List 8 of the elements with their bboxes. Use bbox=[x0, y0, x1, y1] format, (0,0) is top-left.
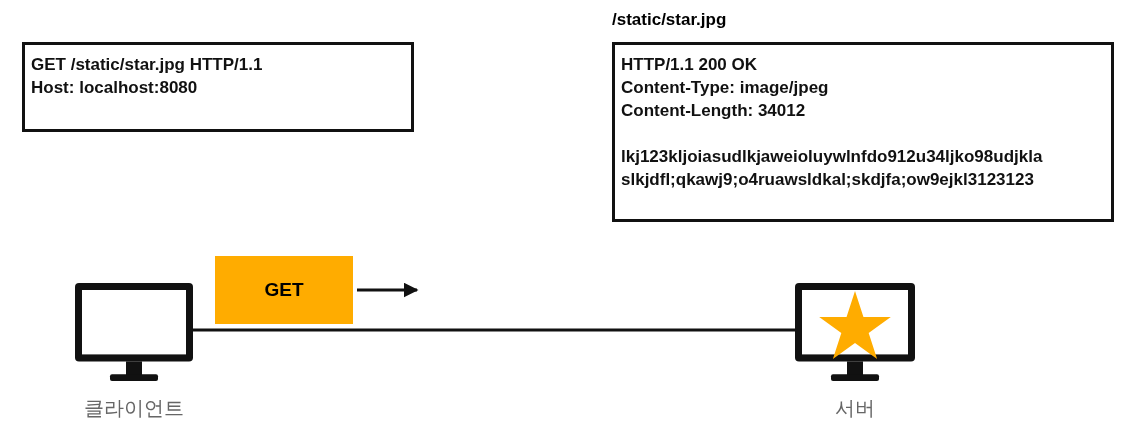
http-message-box: HTTP/1.1 200 OK Content-Type: image/jpeg Content-Length: 34012 lkj123kljoiasudlkjaweioluywlnfdo912u34ljko98udjkla slkjdfl;qkawj9;o4ruawsldkal;skdjfa;ow9ejkl3123123 bbox=[612, 42, 1114, 222]
url-heading: /static/star.jpg bbox=[612, 10, 727, 30]
http-message-box: GET /static/star.jpg HTTP/1.1 Host: localhost:8080 bbox=[22, 42, 414, 132]
connection-line bbox=[193, 328, 795, 332]
method-tag: GET bbox=[215, 256, 353, 324]
arrow bbox=[357, 282, 419, 298]
device-caption: 클라이언트 bbox=[84, 396, 184, 421]
device-caption: 서버 bbox=[835, 396, 875, 421]
